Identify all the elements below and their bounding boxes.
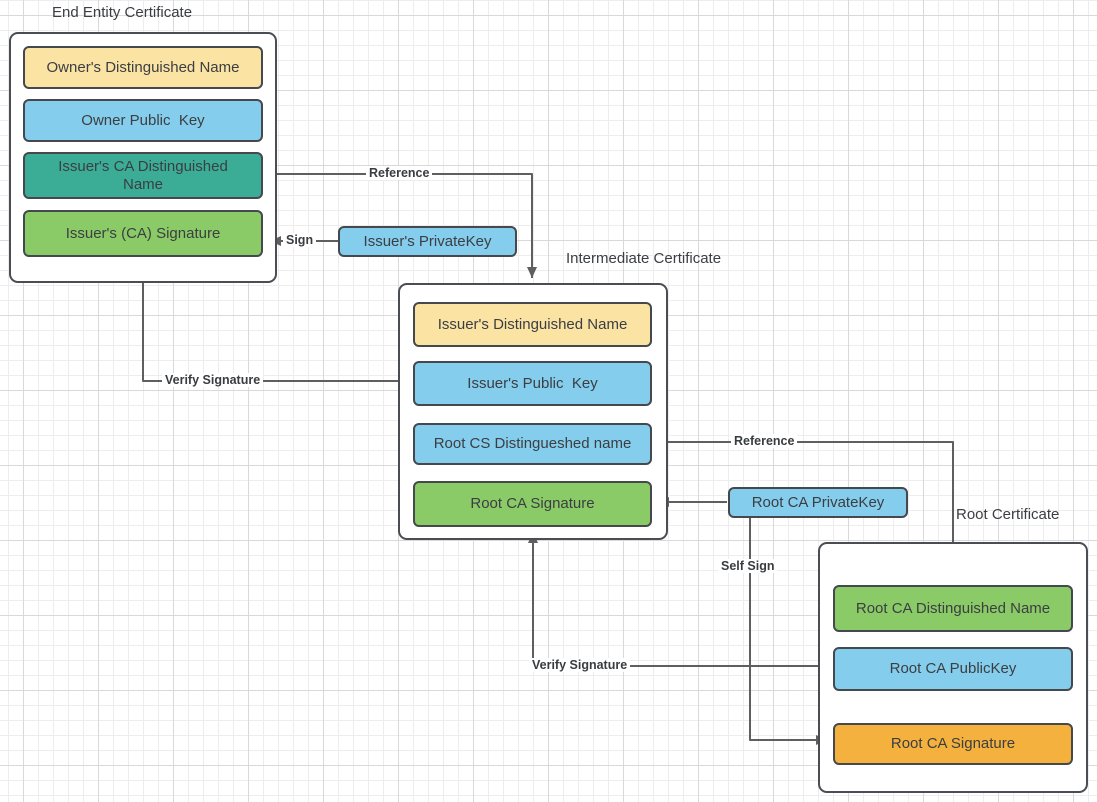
field-label: Issuer's Public Key (467, 374, 598, 392)
intermediate-certificate-title: Intermediate Certificate (566, 250, 722, 267)
field-label: Root CA Signature (890, 735, 1016, 753)
root-certificate-title: Root Certificate (956, 506, 1060, 523)
field-label: Issuer's Distinguished Name (437, 315, 628, 333)
edge-label-reference-top: Reference (366, 166, 433, 180)
root-certificate-group: Root CA Distinguished Name Root CA Publi… (818, 542, 1088, 793)
field-root-ca-signature-root: Root CA Signature (833, 723, 1073, 765)
field-issuer-ca-distinguished-name: Issuer's CA Distinguished Name (23, 152, 263, 199)
field-label: Owner's Distinguished Name (46, 58, 240, 76)
field-issuer-public-key: Issuer's Public Key (413, 361, 652, 406)
edge-label-verify-signature-bottom: Verify Signature (529, 658, 631, 672)
end-entity-certificate-group: Owner's Distinguished Name Owner Public … (9, 32, 277, 283)
issuer-privatekey-box: Issuer's PrivateKey (338, 226, 517, 257)
root-ca-privatekey-box: Root CA PrivateKey (728, 487, 908, 518)
field-root-cs-distinguished-name: Root CS Distingueshed name (413, 423, 652, 465)
field-owner-distinguished-name: Owner's Distinguished Name (23, 46, 263, 89)
field-issuer-distinguished-name: Issuer's Distinguished Name (413, 302, 652, 347)
field-issuer-ca-signature: Issuer's (CA) Signature (23, 210, 263, 257)
edge-label-self-sign: Self Sign (718, 559, 778, 573)
field-root-ca-publickey: Root CA PublicKey (833, 647, 1073, 691)
edge-verify-signature-root-to-intermediate (528, 532, 833, 667)
field-label: Root CA Signature (470, 495, 595, 513)
edge-self-sign (749, 518, 827, 745)
edge-label-verify-signature-left: Verify Signature (162, 373, 264, 387)
edge-label-sign: Sign (283, 233, 317, 247)
field-label: Issuer's (CA) Signature (65, 224, 221, 242)
field-label: Issuer's CA Distinguished Name (58, 158, 232, 193)
field-label: Root CA PublicKey (889, 660, 1017, 678)
field-label: Root CA Distinguished Name (855, 599, 1051, 617)
field-root-ca-signature-intermediate: Root CA Signature (413, 481, 652, 527)
field-owner-public-key: Owner Public Key (23, 99, 263, 142)
field-label: Owner Public Key (81, 111, 205, 129)
end-entity-certificate-title: End Entity Certificate (52, 4, 193, 21)
field-label: Root CS Distingueshed name (433, 435, 632, 453)
key-label: Root CA PrivateKey (751, 494, 885, 511)
edge-label-reference-right: Reference (731, 434, 798, 448)
intermediate-certificate-group: Issuer's Distinguished Name Issuer's Pub… (398, 283, 668, 540)
field-root-ca-distinguished-name: Root CA Distinguished Name (833, 585, 1073, 632)
key-label: Issuer's PrivateKey (363, 233, 492, 250)
